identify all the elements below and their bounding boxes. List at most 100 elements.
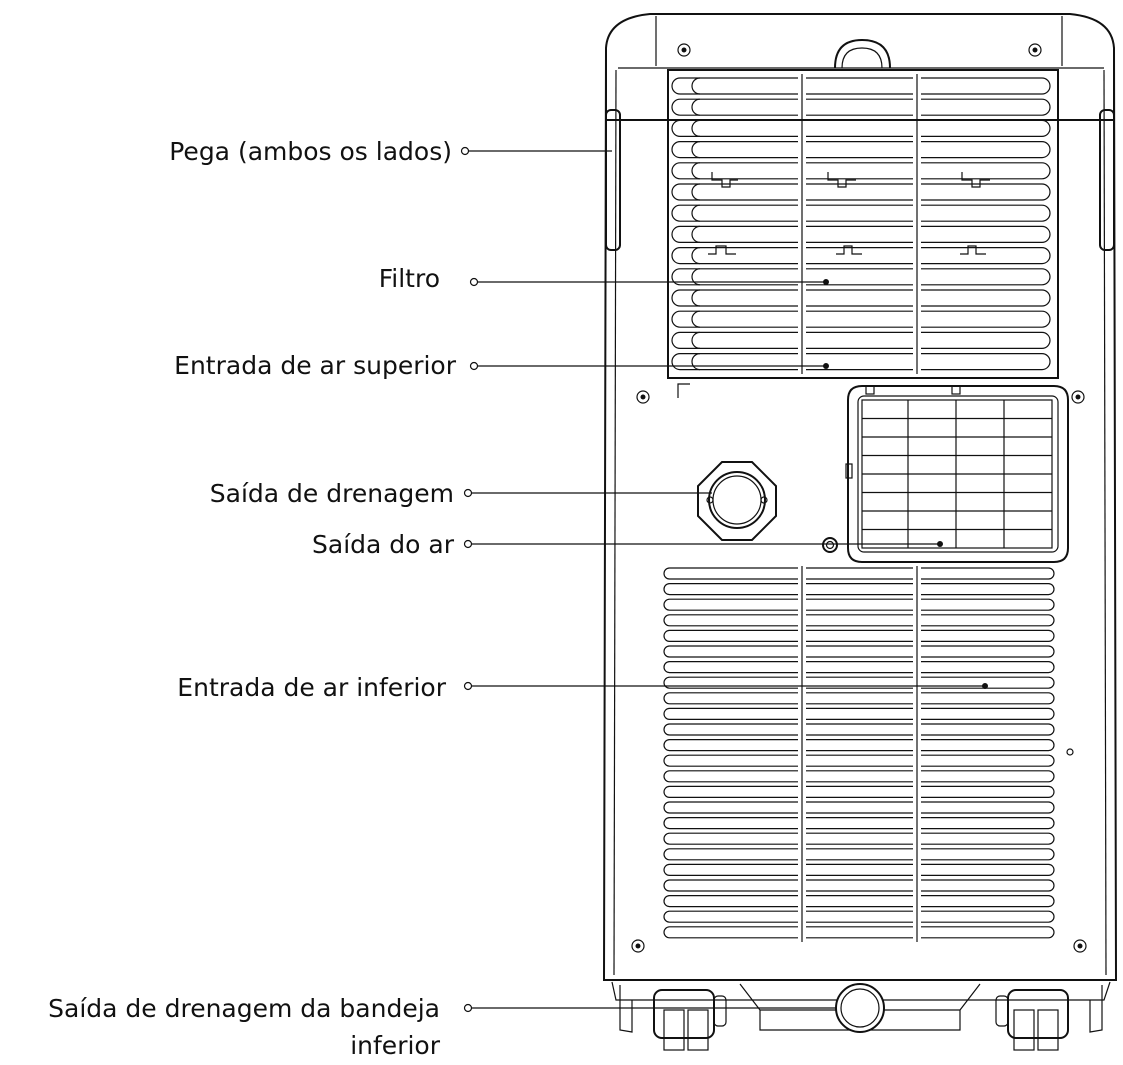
label-handle: Pega (ambos os lados)	[169, 137, 452, 166]
upper-grille-slat-curve	[691, 225, 701, 243]
labels: Pega (ambos os lados) Filtro Entrada de …	[48, 137, 457, 1060]
lower-grille-slat	[921, 801, 1055, 814]
upper-grille-slat	[806, 162, 913, 180]
upper-grille-slat-curve	[691, 141, 701, 159]
screw-icon	[822, 537, 838, 553]
drain-outlet-cap	[697, 461, 777, 541]
upper-grille-slat	[806, 310, 913, 328]
top-cap	[605, 13, 1115, 121]
upper-grille-slat	[671, 353, 798, 371]
lower-grille-slat	[663, 692, 798, 705]
upper-grille-slat	[671, 247, 798, 265]
callout-lower-air-inlet	[463, 681, 988, 691]
upper-grille-slat	[806, 119, 913, 137]
upper-grille-slat-curve	[691, 331, 701, 349]
lower-grille-slat	[921, 723, 1055, 736]
bottom-tray-drain-cap	[835, 983, 885, 1033]
lower-grille-slat	[663, 754, 798, 767]
lower-grille-slat	[663, 785, 798, 798]
lower-grille-slat	[921, 567, 1055, 580]
lower-grille-slat	[806, 770, 913, 783]
upper-grille-slat	[806, 268, 913, 286]
lower-grille-slat	[806, 567, 913, 580]
lower-grille-slat	[663, 629, 798, 642]
upper-grille-slat	[671, 310, 798, 328]
air-outlet-grille	[845, 385, 1069, 563]
lower-grille-slat	[663, 598, 798, 611]
handle-right	[1099, 109, 1115, 251]
callout-air-outlet	[463, 539, 943, 549]
screw-icon	[631, 939, 645, 953]
upper-grille-slat	[806, 183, 913, 201]
lower-grille-slat	[663, 676, 798, 689]
upper-grille-slat	[921, 289, 1051, 307]
lower-grille-slat	[663, 910, 798, 923]
upper-grille-slat-curve	[691, 119, 701, 137]
lower-grille-slat	[921, 754, 1055, 767]
lower-grille-slat	[806, 817, 913, 830]
upper-grille-slat	[921, 268, 1051, 286]
upper-grille-slat	[671, 331, 798, 349]
upper-grille-slat	[921, 119, 1051, 137]
lower-grille-slat	[663, 567, 798, 580]
upper-grille-slat	[921, 353, 1051, 371]
top-handle-hole	[834, 38, 891, 69]
lower-grille-slat	[921, 832, 1055, 845]
lower-grille-slat	[921, 676, 1055, 689]
upper-grille-slat	[921, 331, 1051, 349]
filter-clip-icon	[708, 172, 990, 255]
upper-grille-slat	[921, 162, 1051, 180]
upper-grille-slat	[806, 353, 913, 371]
lower-grille-slat	[806, 598, 913, 611]
lower-grille-slat	[806, 754, 913, 767]
body-outline	[602, 47, 1118, 981]
upper-grille-slat	[921, 77, 1051, 95]
upper-grille-slat	[671, 119, 798, 137]
upper-grille-slat-curve	[691, 289, 701, 307]
screw-icon	[1071, 390, 1085, 404]
lower-grille-slat	[663, 739, 798, 752]
lower-grille-slat	[921, 848, 1055, 861]
lower-grille-slat	[663, 583, 798, 596]
upper-grille-slat	[921, 247, 1051, 265]
upper-grille-slat	[806, 225, 913, 243]
upper-grille-slat-curve	[691, 204, 701, 222]
lower-grille-slat	[663, 707, 798, 720]
callout-bottom-tray-drain	[463, 1003, 836, 1013]
lower-grille-slat	[806, 910, 913, 923]
lower-grille-slat	[921, 926, 1055, 939]
upper-grille-slat	[671, 204, 798, 222]
upper-grille-slat	[671, 141, 798, 159]
wheel-right	[995, 985, 1103, 1051]
lower-grille-slat	[921, 739, 1055, 752]
lower-grille-slat	[921, 629, 1055, 642]
upper-grille-slat	[671, 162, 798, 180]
lower-grille-slat	[663, 895, 798, 908]
label-bottom-tray-drain-line1: Saída de drenagem da bandeja	[48, 994, 440, 1023]
lower-grille-slat	[921, 614, 1055, 627]
screw-icon	[636, 390, 650, 404]
lower-grille-slat	[806, 676, 913, 689]
lower-grille-slat	[663, 817, 798, 830]
upper-grille-slat	[921, 183, 1051, 201]
upper-grille-slat	[806, 204, 913, 222]
lower-grille-slat	[921, 863, 1055, 876]
upper-grille-slat	[671, 183, 798, 201]
upper-grille-slat	[671, 77, 798, 95]
callout-filter	[469, 277, 829, 287]
upper-grille-slat	[921, 141, 1051, 159]
lower-grille-slat	[806, 895, 913, 908]
lower-grille-slat	[663, 614, 798, 627]
upper-grille-slat-curve	[691, 162, 701, 180]
label-upper-air-inlet: Entrada de ar superior	[174, 351, 457, 380]
upper-grille-slat	[671, 98, 798, 116]
lower-grille-slat	[806, 801, 913, 814]
lower-grille-slat	[921, 598, 1055, 611]
lower-grille-slat	[663, 848, 798, 861]
upper-grille-slat	[671, 289, 798, 307]
handle-left	[605, 109, 621, 251]
upper-grille-slat-curve	[691, 183, 701, 201]
callout-drain-outlet	[463, 488, 712, 498]
screw-icon	[1028, 43, 1042, 57]
lower-grille-slat	[663, 801, 798, 814]
